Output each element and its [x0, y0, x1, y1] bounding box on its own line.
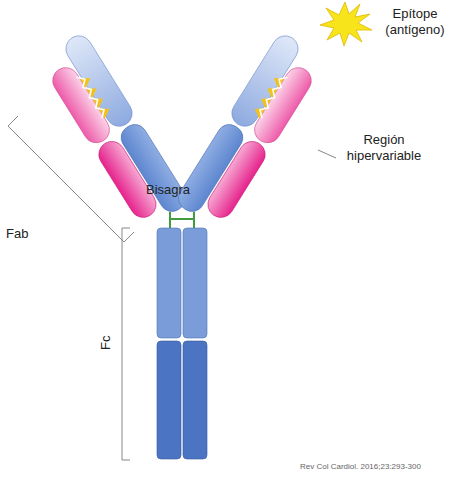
- antigen-star: [320, 2, 372, 46]
- fab-arm-right: [174, 31, 327, 231]
- fab-bracket: [8, 116, 134, 242]
- antigen-label: Epítope (antígeno): [372, 6, 458, 37]
- fc-label: Fc: [98, 323, 114, 363]
- fab-arm-left: [37, 31, 190, 231]
- hinge-label: Bisagra: [146, 182, 216, 198]
- leader-line: [318, 150, 336, 158]
- fc-segment: [183, 341, 207, 459]
- fc-segment: [183, 228, 207, 338]
- source-note: Rev Col Cardiol. 2016;23:293-300: [300, 462, 460, 472]
- fc-bracket: [122, 228, 130, 460]
- hinge-bonds: [170, 212, 194, 228]
- fab-label: Fab: [6, 226, 46, 242]
- fc-segment: [157, 341, 181, 459]
- region-label: Región hipervariable: [336, 132, 432, 163]
- fc-segment: [157, 228, 181, 338]
